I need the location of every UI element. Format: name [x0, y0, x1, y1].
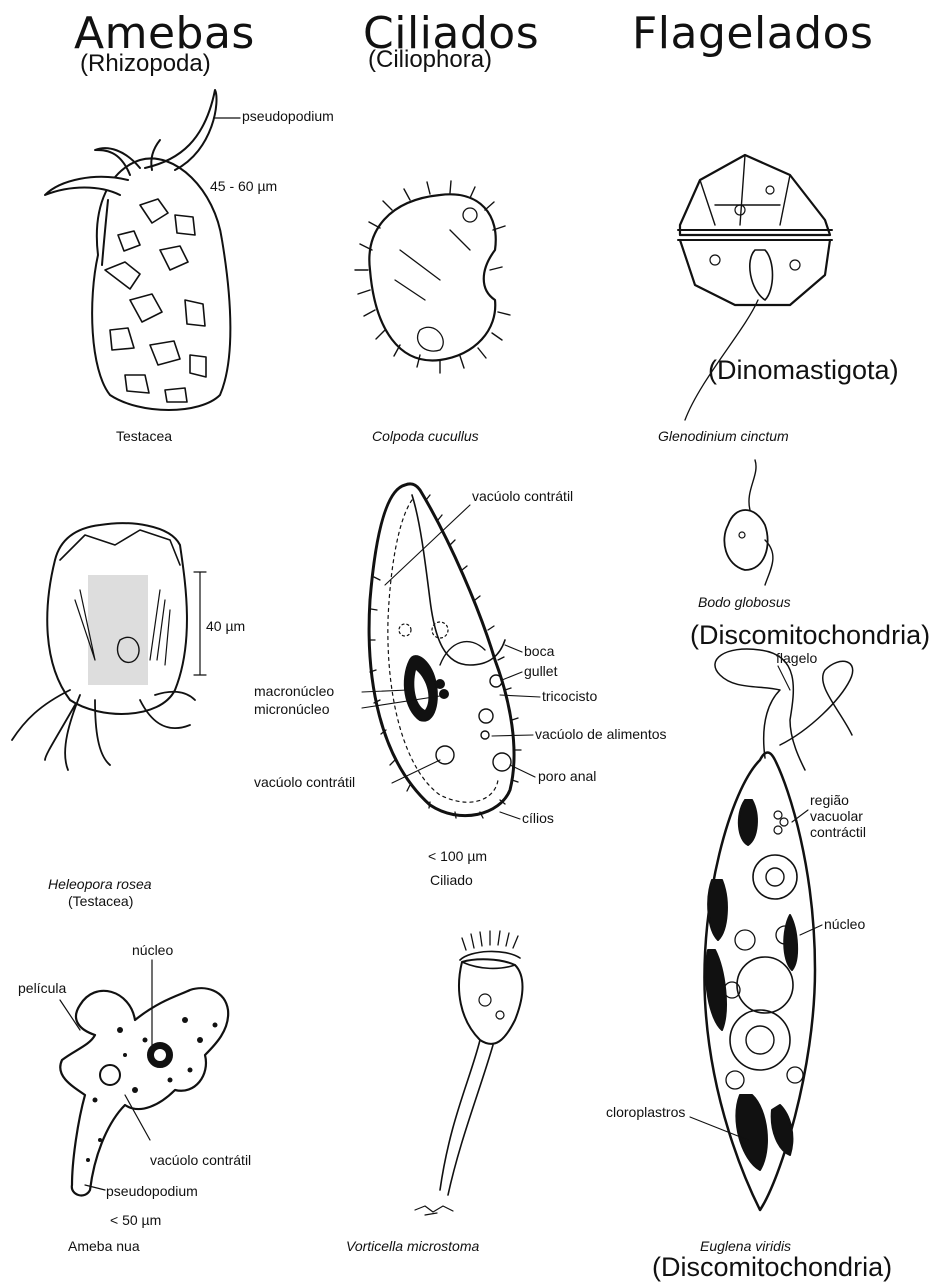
label-ameba-size: < 50 µm: [110, 1212, 161, 1228]
caption-ciliado: Ciliado: [430, 872, 473, 888]
caption-ameba-nua: Ameba nua: [68, 1238, 140, 1254]
label-nucleo-ameba: núcleo: [132, 942, 173, 958]
caption-vorticella: Vorticella microstoma: [346, 1238, 479, 1254]
label-pseudopodium-ameba: pseudopodium: [106, 1183, 198, 1199]
label-macronucleo: macronúcleo: [254, 683, 334, 699]
header-flagelados: Flagelados: [632, 8, 873, 59]
group-discomitochondria-1: (Discomitochondria): [690, 620, 930, 651]
label-heleopora-size: 40 µm: [206, 618, 245, 634]
label-ciliado-size: < 100 µm: [428, 848, 487, 864]
label-contractil: contráctil: [810, 824, 866, 840]
label-vacuolo-contratil-bottom: vacúolo contrátil: [254, 774, 355, 790]
label-cloroplastros: cloroplastros: [606, 1104, 685, 1120]
label-regiao: região: [810, 792, 849, 808]
label-tricocisto: tricocisto: [542, 688, 597, 704]
header-rhizopoda: (Rhizopoda): [80, 50, 211, 78]
label-gullet: gullet: [524, 663, 557, 679]
caption-euglena: Euglena viridis: [700, 1238, 791, 1254]
label-boca: boca: [524, 643, 554, 659]
group-dinomastigota: (Dinomastigota): [708, 355, 899, 386]
bodo-drawing: [724, 460, 773, 585]
vorticella-drawing: [415, 931, 523, 1215]
caption-testacea: Testacea: [116, 428, 172, 444]
caption-heleopora-sub: (Testacea): [68, 893, 133, 909]
heleopora-drawing: [12, 523, 206, 770]
label-poro-anal: poro anal: [538, 768, 596, 784]
label-micronucleo: micronúcleo: [254, 701, 329, 717]
caption-colpoda: Colpoda cucullus: [372, 428, 479, 444]
label-nucleo-euglena: núcleo: [824, 916, 865, 932]
label-vacuolar: vacuolar: [810, 808, 863, 824]
label-testacea-size: 45 - 60 µm: [210, 178, 277, 194]
label-cilios: cílios: [522, 810, 554, 826]
header-ciliophora: (Ciliophora): [368, 46, 492, 74]
caption-heleopora: Heleopora rosea: [48, 876, 152, 892]
caption-glenodinium: Glenodinium cinctum: [658, 428, 789, 444]
label-pseudopodium-testacea: pseudopodium: [242, 108, 334, 124]
group-discomitochondria-2: (Discomitochondria): [652, 1252, 892, 1283]
label-pelicula: película: [18, 980, 66, 996]
caption-bodo: Bodo globosus: [698, 594, 791, 610]
testacea-drawing: [45, 90, 240, 410]
colpoda-drawing: [355, 181, 510, 373]
label-vacuolo-alimentos: vacúolo de alimentos: [535, 726, 667, 742]
label-flagelo: flagelo: [776, 650, 817, 666]
label-vacuolo-contratil-top: vacúolo contrátil: [472, 488, 573, 504]
label-vacuolo-ameba: vacúolo contrátil: [150, 1152, 251, 1168]
ciliado-drawing: [362, 484, 540, 819]
